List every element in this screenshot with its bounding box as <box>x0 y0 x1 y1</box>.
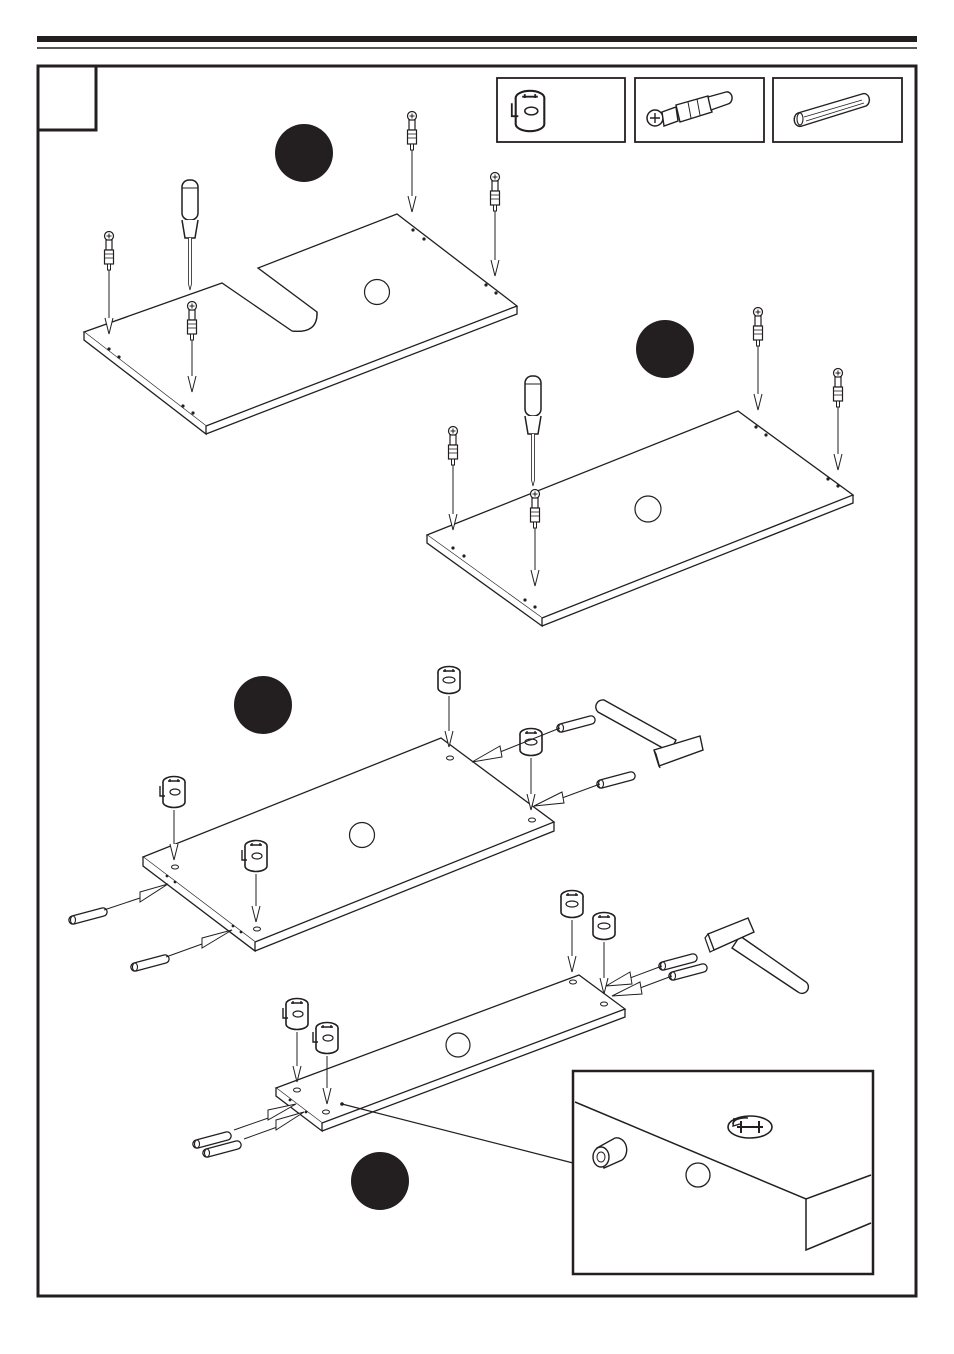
screwdriver-icon <box>524 375 542 487</box>
wooden-dowel-icon <box>793 92 871 128</box>
cam-bolt-icon <box>646 91 733 127</box>
panel-b-plain-board <box>425 306 855 628</box>
hammer-icon <box>595 699 704 769</box>
panel-a-board-with-cutout <box>82 110 519 436</box>
step-number-box <box>36 64 98 132</box>
wooden-dowel <box>592 1137 628 1169</box>
cam-lock <box>437 665 461 695</box>
insert-arrow <box>407 195 417 213</box>
insert-arrow <box>567 955 577 973</box>
panel-c-cam-lock-board <box>68 665 704 972</box>
handle-hole-c <box>348 821 376 849</box>
cam-lock <box>519 727 543 757</box>
cam-bolt <box>752 306 764 347</box>
cam-bolt <box>832 367 844 408</box>
cam-bolt <box>489 171 501 212</box>
cam-bolt <box>529 488 541 529</box>
step-badge-d <box>351 1152 409 1210</box>
cam-lock <box>592 911 616 941</box>
handle-hole-d <box>445 1032 471 1058</box>
wooden-dowel <box>556 715 596 733</box>
step-badge-c <box>234 676 292 734</box>
detail-inset-frame <box>571 1069 875 1276</box>
insert-arrow <box>833 453 843 471</box>
insert-arrow <box>753 393 763 411</box>
cam-lock <box>241 839 268 873</box>
legend-box-cam-lock <box>496 77 626 143</box>
wooden-dowel <box>130 954 170 972</box>
screwdriver-icon <box>181 179 199 291</box>
cam-lock-icon <box>510 89 546 133</box>
handle-hole-a <box>363 278 391 306</box>
wooden-dowel <box>596 771 636 789</box>
panel-d-narrow-board <box>192 889 810 1210</box>
detail-leader-line <box>341 1103 574 1164</box>
cam-bolt <box>186 300 198 341</box>
cam-lock <box>159 775 186 809</box>
step-frame <box>36 64 918 1298</box>
cam-bolt <box>103 230 115 271</box>
hardware-legend <box>496 77 903 143</box>
cam-lock <box>312 1021 339 1055</box>
cam-lock-icon <box>727 1115 773 1139</box>
cam-lock <box>560 889 584 919</box>
header-rule-thick <box>37 36 917 42</box>
detail-hole <box>685 1162 711 1188</box>
cam-bolt <box>447 425 459 466</box>
cam-lock <box>282 997 309 1031</box>
detail-inset <box>571 1069 875 1276</box>
step-badge-b <box>636 320 694 378</box>
insert-arrow <box>490 259 500 277</box>
cam-bolt <box>406 110 418 151</box>
wooden-dowel <box>68 907 108 925</box>
hammer-icon <box>704 917 810 995</box>
handle-hole-b <box>634 495 662 523</box>
step-badge-a <box>275 124 333 182</box>
